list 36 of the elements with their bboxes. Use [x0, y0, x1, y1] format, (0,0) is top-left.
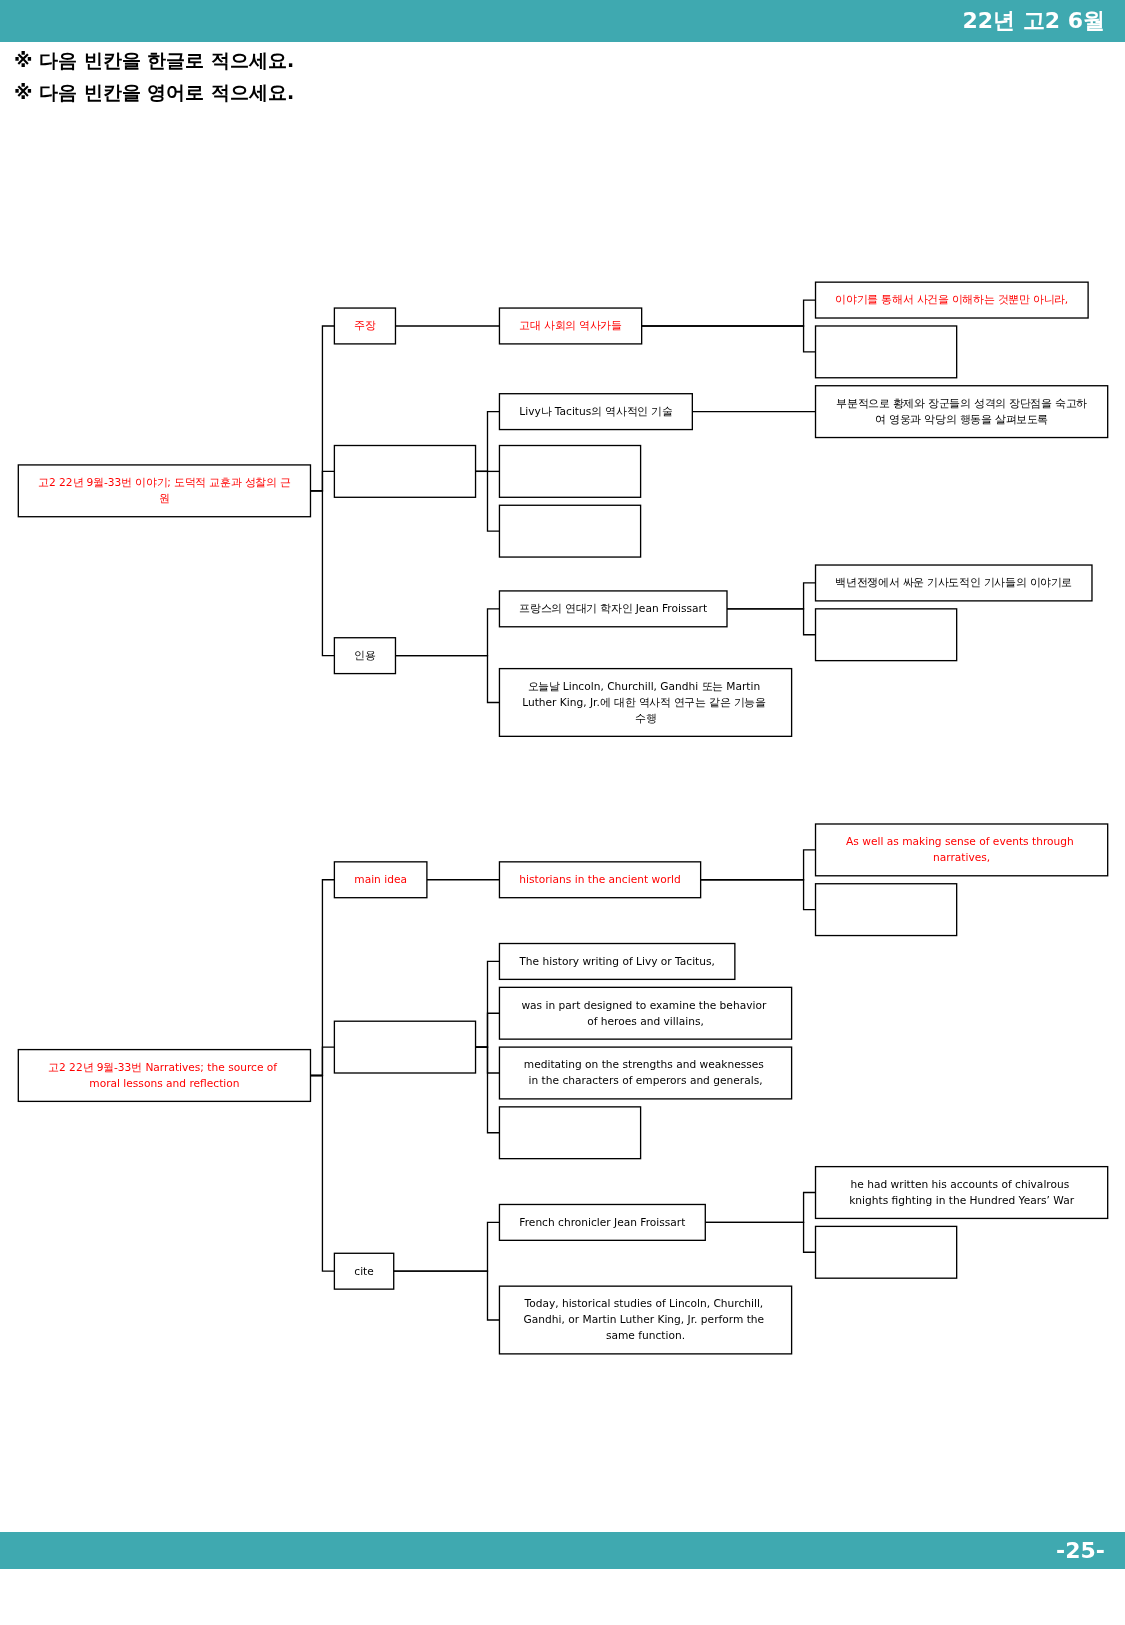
node-box	[498, 504, 641, 558]
instruction-text: ※ 다음 빈칸을 영어로 적으세요.	[14, 80, 296, 105]
node-box: The history writing of Livy or Tacitus,	[498, 942, 736, 981]
node-box	[333, 444, 476, 498]
node-box	[814, 608, 957, 662]
node-box	[333, 1020, 476, 1074]
node-box: historians in the ancient world	[498, 861, 701, 899]
node-box: he had written his accounts of chivalrous knights fighting in the Hundred Years’ War	[814, 1165, 1108, 1220]
node-box: was in part designed to examine the behavior of heroes and villains,	[498, 986, 792, 1040]
node-box: 고대 사회의 역사가들	[498, 307, 642, 345]
node-box: 프랑스의 연대기 학자인 Jean Froissart	[498, 590, 728, 628]
node-box	[814, 325, 957, 379]
node-box: As well as making sense of events through narratives,	[814, 823, 1108, 877]
node-box: 오늘날 Lincoln, Churchill, Gandhi 또는 Martin Luther King, Jr.에 대한 역사적 연구는 같은 기능을 수행	[498, 667, 792, 737]
connector	[704, 1221, 816, 1253]
node-box: Livy나 Tacitus의 역사적인 기술	[498, 393, 693, 431]
node-box: 고2 22년 9월-33번 Narratives; the source of moral lessons and reflection	[17, 1048, 311, 1103]
node-box	[814, 1225, 957, 1279]
node-box: meditating on the strengths and weaknesses in the characters of emperors and generals,	[498, 1046, 792, 1100]
node-box: 이야기를 통해서 사건을 이해하는 것뿐만 아니라,	[814, 281, 1089, 319]
node-box: Today, historical studies of Lincoln, Churchill, Gandhi, or Martin Luther King, Jr. perform the same function.	[498, 1285, 792, 1355]
node-box: 인용	[333, 637, 396, 675]
node-box: 고2 22년 9월-33번 이야기; 도덕적 교훈과 성찰의 근원	[17, 464, 311, 518]
node-box: cite	[333, 1252, 394, 1290]
node-box	[498, 1106, 641, 1160]
connector	[691, 410, 816, 413]
header-text: 22년 고2 6월	[962, 8, 1105, 33]
node-box: 부분적으로 황제와 장군들의 성격의 장단점을 숙고하여 영웅과 악당의 행동을 살펴보도록	[814, 385, 1108, 439]
node-box: 주장	[333, 307, 396, 345]
node-box	[814, 883, 957, 937]
node-box: French chronicler Jean Froissart	[498, 1203, 706, 1241]
node-box: main idea	[333, 861, 428, 899]
node-box	[498, 444, 641, 498]
node-box: 백년전쟁에서 싸운 기사도적인 기사들의 이야기로	[814, 564, 1093, 602]
page-number: -25-	[1056, 1538, 1105, 1563]
instruction-text: ※ 다음 빈칸을 한글로 적으세요.	[14, 48, 296, 73]
